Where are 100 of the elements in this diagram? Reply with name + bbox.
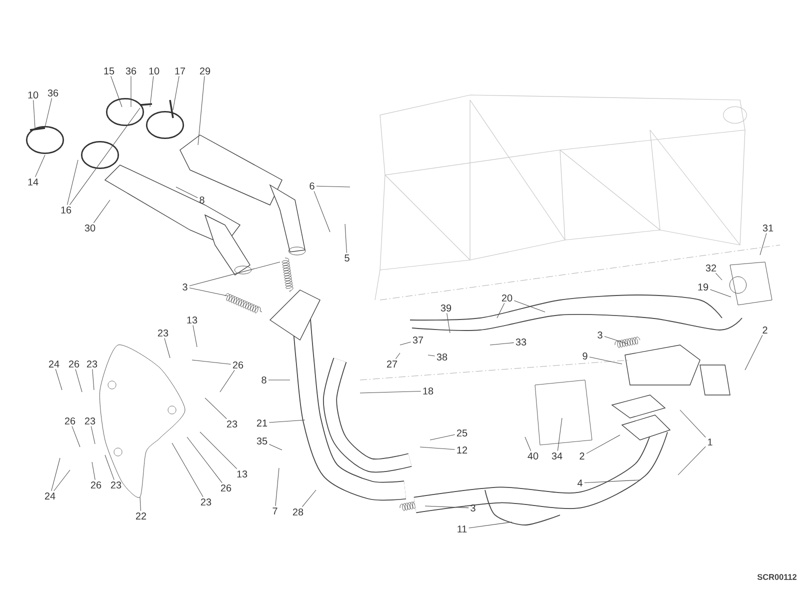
leader-line — [678, 446, 706, 476]
leader-line — [172, 76, 180, 110]
callout-number: 19 — [698, 283, 708, 291]
callout-number: 29 — [200, 67, 210, 75]
leader-line — [130, 76, 132, 108]
callout-number: 14 — [28, 178, 38, 186]
callout-number: 30 — [84, 224, 96, 232]
callout-number: 20 — [502, 294, 512, 302]
callout-number: 3 — [182, 283, 188, 291]
leader-line — [275, 468, 280, 506]
leader-line — [490, 342, 514, 346]
leader-line — [524, 436, 532, 452]
leader-line — [760, 232, 767, 256]
leader-line — [604, 336, 628, 344]
callout-number: 25 — [456, 429, 468, 437]
callout-number: 26 — [220, 484, 232, 492]
drawing-code: SCR00112 — [757, 574, 796, 580]
leader-line — [172, 442, 204, 498]
leader-line — [584, 480, 640, 484]
leader-line — [589, 356, 622, 364]
leader-line — [75, 368, 82, 392]
leader-line — [33, 100, 36, 128]
leader-line — [360, 390, 422, 394]
callout-number: 36 — [126, 67, 136, 75]
leader-line — [92, 368, 94, 390]
leader-line — [164, 338, 170, 358]
leader-line — [189, 262, 280, 286]
callout-number: 8 — [262, 376, 266, 384]
leader-line — [90, 426, 96, 444]
callout-number: 31 — [762, 224, 774, 232]
callout-number: 10 — [149, 67, 160, 75]
callout-number: 23 — [86, 360, 98, 368]
leader-line — [468, 522, 512, 528]
callout-number: 37 — [412, 336, 424, 344]
callout-number: 35 — [256, 437, 268, 445]
leader-line — [344, 224, 347, 254]
callout-number: 26 — [64, 417, 76, 425]
callout-number: 26 — [68, 360, 80, 368]
callout-number: 26 — [90, 481, 102, 489]
leader-line — [66, 160, 78, 206]
callout-number: 16 — [61, 206, 72, 214]
callout-number: 26 — [232, 361, 244, 369]
leader-line — [192, 324, 198, 348]
leader-line — [92, 462, 96, 480]
callout-number: 6 — [310, 182, 314, 190]
leader-line — [72, 426, 80, 448]
leader-line — [51, 458, 60, 492]
leader-line — [44, 98, 52, 128]
leader-line — [110, 76, 122, 108]
leader-line — [54, 470, 70, 492]
leader-line — [200, 432, 238, 470]
callout-number: 23 — [200, 498, 212, 506]
callout-number: 18 — [423, 387, 434, 395]
leader-line — [428, 354, 436, 356]
leader-line — [302, 490, 316, 508]
leader-line — [680, 410, 706, 438]
callout-number: 34 — [552, 452, 562, 460]
callout-number: 3 — [598, 331, 602, 339]
callout-number: 27 — [386, 360, 398, 368]
callout-number: 12 — [457, 446, 468, 454]
leader-line — [557, 418, 562, 452]
callout-number: 28 — [292, 508, 304, 516]
leader-line — [189, 288, 228, 296]
leader-line — [93, 200, 110, 224]
leader-line — [514, 300, 546, 312]
leader-line — [446, 312, 450, 334]
leader-line — [424, 506, 469, 508]
leader-line — [420, 446, 456, 450]
callout-number: 23 — [110, 481, 122, 489]
leader-line — [395, 352, 400, 360]
leader-line — [430, 434, 456, 440]
leader-line — [186, 436, 222, 484]
callout-number: 21 — [256, 420, 268, 426]
callout-number: 40 — [528, 452, 538, 460]
callout-number: 15 — [104, 68, 114, 74]
callout-number: 36 — [48, 89, 58, 97]
leader-line — [744, 334, 763, 370]
callout-number: 24 — [48, 360, 60, 368]
leader-line — [140, 496, 141, 512]
leader-line — [55, 368, 62, 390]
leader-line — [204, 398, 227, 420]
leader-line — [192, 360, 232, 364]
leader-line — [586, 434, 620, 454]
leader-line — [496, 302, 505, 318]
callout-number: 2 — [762, 326, 768, 334]
callout-number: 4 — [577, 480, 582, 486]
callout-number: 1 — [708, 438, 712, 446]
callout-number: 10 — [28, 91, 38, 99]
callout-number: 39 — [440, 304, 452, 312]
leader-line — [715, 272, 722, 280]
callout-number: 2 — [580, 452, 584, 460]
callout-number: 13 — [187, 316, 198, 324]
leader-line — [176, 186, 198, 198]
leader-line — [400, 342, 412, 346]
callout-number: 33 — [516, 338, 526, 346]
callout-number: 22 — [136, 512, 146, 520]
callout-number: 3 — [470, 504, 476, 512]
callout-number: 5 — [344, 254, 350, 262]
leader-line — [268, 444, 282, 450]
callout-number: 24 — [44, 492, 56, 500]
